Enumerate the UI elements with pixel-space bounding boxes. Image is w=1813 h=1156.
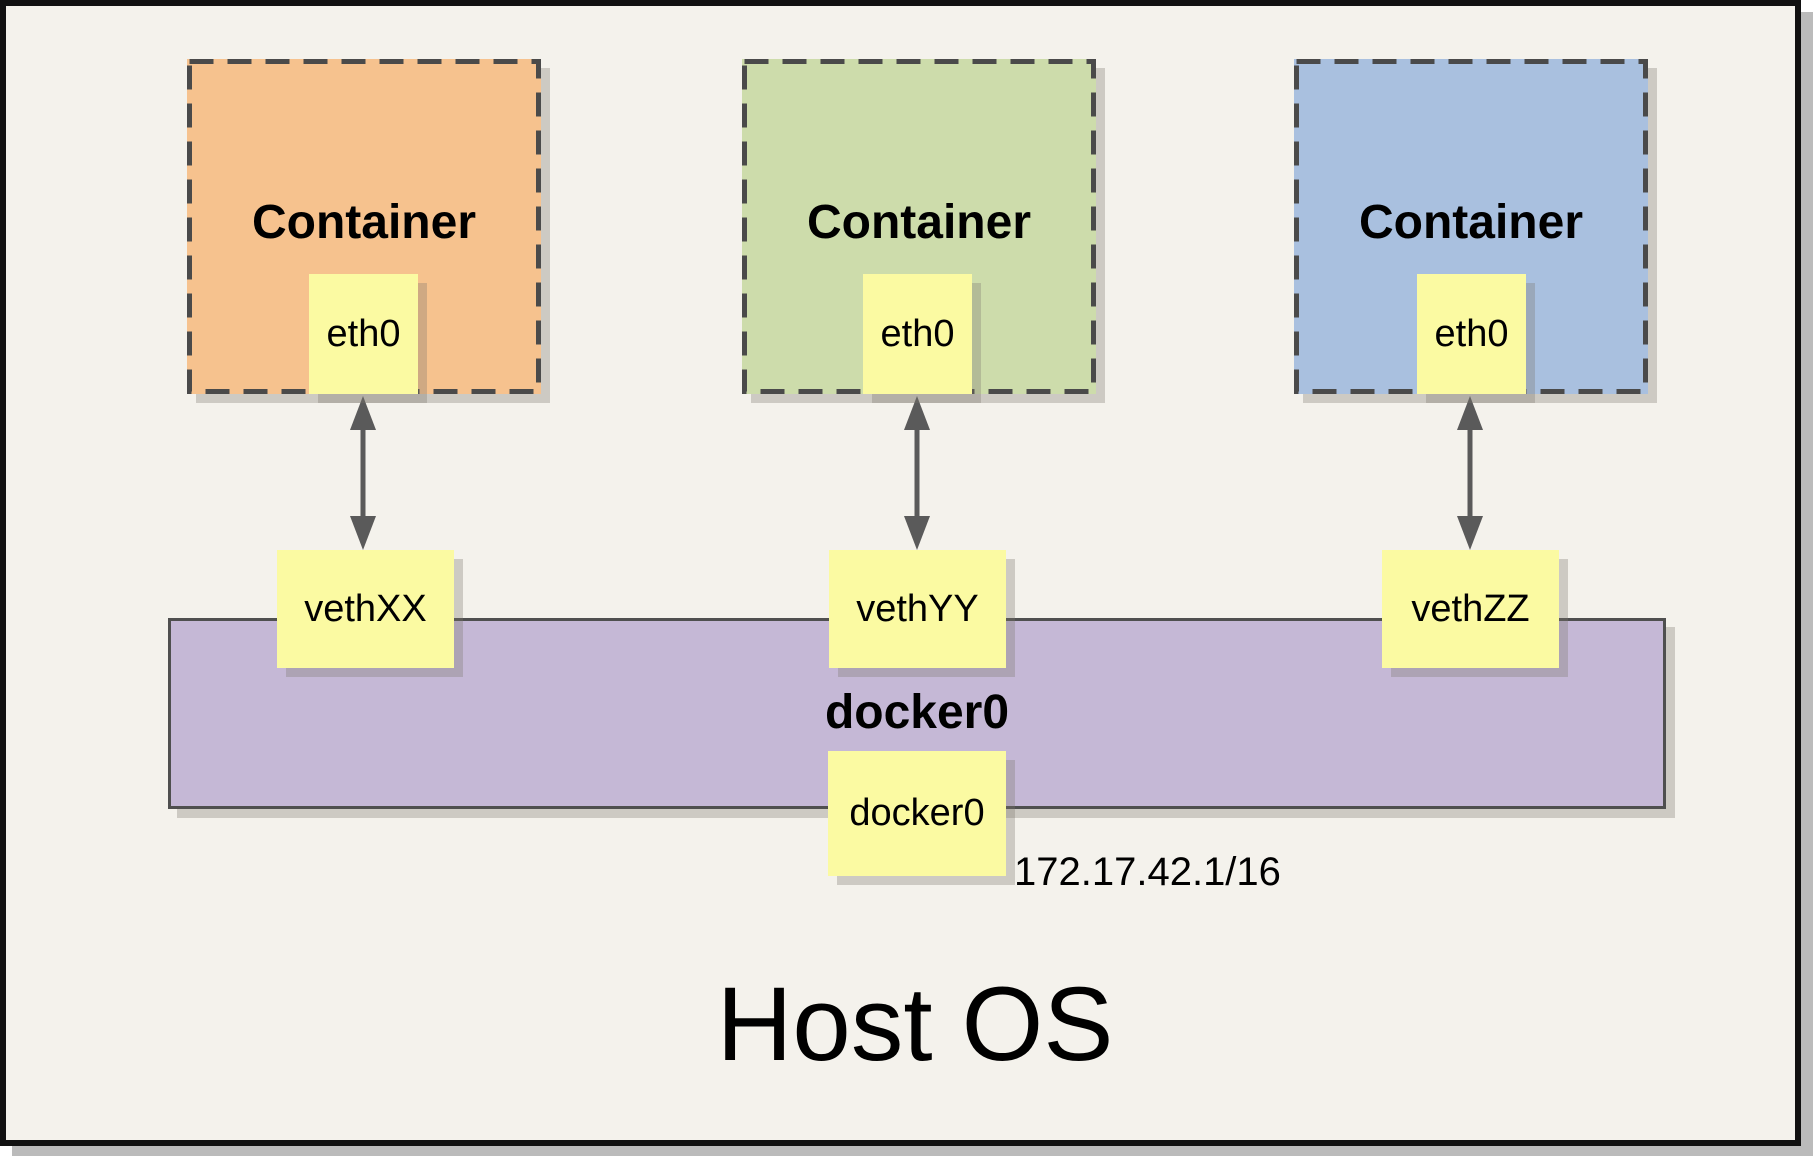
container-label: Container: [1358, 196, 1583, 249]
eth0-label: eth0: [1434, 312, 1509, 355]
eth0-box-3: eth0: [1417, 274, 1526, 394]
vethyy-box: vethYY: [829, 550, 1006, 668]
container-label: Container: [251, 196, 476, 249]
vethyy-label: vethYY: [856, 587, 979, 630]
eth0-label: eth0: [880, 312, 955, 355]
host-os-label: Host OS: [716, 966, 1114, 1083]
eth0-box-2: eth0: [863, 274, 972, 394]
docker0-interface-label: docker0: [849, 792, 985, 834]
bridge-ip-label: 172.17.42.1/16: [1014, 850, 1281, 894]
bidirectional-arrow-icon: [1457, 396, 1483, 550]
bidirectional-arrow-icon: [904, 396, 930, 550]
vethxx-label: vethXX: [304, 587, 427, 630]
vethzz-label: vethZZ: [1411, 587, 1530, 630]
bidirectional-arrow-icon: [350, 396, 376, 550]
eth0-box-1: eth0: [309, 274, 418, 394]
eth0-label: eth0: [326, 312, 401, 355]
docker0-bridge-label: docker0: [824, 686, 1010, 739]
vethxx-box: vethXX: [277, 550, 454, 668]
docker0-interface-box: docker0: [828, 751, 1006, 876]
container-label: Container: [806, 196, 1031, 249]
vethzz-box: vethZZ: [1382, 550, 1559, 668]
